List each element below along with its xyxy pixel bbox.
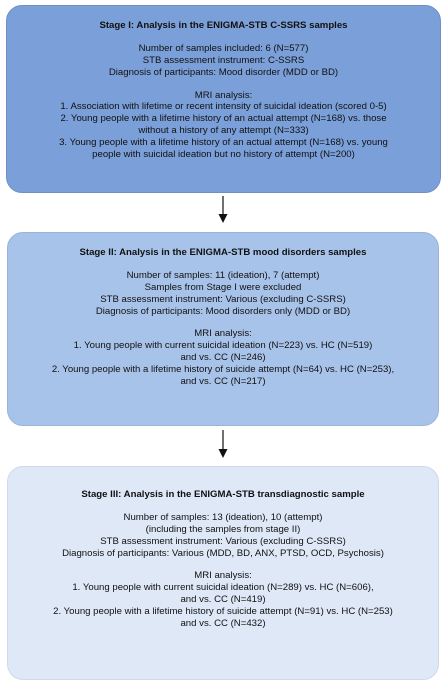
stage-3-box: Stage III: Analysis in the ENIGMA-STB tr…: [7, 466, 439, 680]
stage-1-mri-line-3: without a history of any attempt (N=333): [138, 125, 309, 137]
stage-2-diagnosis: Diagnosis of participants: Mood disorder…: [95, 305, 351, 317]
stage-2-samples: Number of samples: 11 (ideation), 7 (att…: [126, 269, 320, 281]
stage-3-mri-line-3: 2. Young people with a lifetime history …: [53, 606, 393, 618]
stage-3-diagnosis: Diagnosis of participants: Various (MDD,…: [62, 547, 384, 559]
stage-2-instrument: STB assessment instrument: Various (excl…: [100, 293, 346, 305]
stage-1-mri-line-2: 2. Young people with a lifetime history …: [60, 113, 387, 125]
stage-1-mri-heading: MRI analysis:: [194, 89, 253, 101]
stage-1-mri-line-4: 3. Young people with a lifetime history …: [59, 137, 388, 149]
stage-3-mri-line-4: and vs. CC (N=432): [180, 618, 266, 630]
stage-1-mri-line-1: 1. Association with lifetime or recent i…: [60, 101, 387, 113]
stage-3-title: Stage III: Analysis in the ENIGMA-STB tr…: [81, 489, 365, 500]
stage-2-box: Stage II: Analysis in the ENIGMA-STB moo…: [7, 232, 439, 426]
stage-1-title: Stage I: Analysis in the ENIGMA-STB C-SS…: [99, 20, 348, 31]
stage-3-mri-line-1: 1. Young people with current suicidal id…: [72, 582, 374, 594]
down-arrow-icon: [218, 196, 228, 223]
stage-2-mri-line-1: 1. Young people with current suicidal id…: [73, 340, 373, 352]
stage-2-mri-heading: MRI analysis:: [194, 328, 252, 340]
stage-3-mri-heading: MRI analysis:: [194, 570, 252, 582]
stage-1-diagnosis: Diagnosis of participants: Mood disorder…: [108, 66, 339, 78]
stage-1-box: Stage I: Analysis in the ENIGMA-STB C-SS…: [6, 5, 441, 193]
stage-2-mri-line-3: 2. Young people with a lifetime history …: [51, 364, 395, 376]
stage-3-inclusion: (including the samples from stage II): [145, 523, 301, 535]
stage-2-title: Stage II: Analysis in the ENIGMA-STB moo…: [79, 247, 367, 258]
arrow-stage-1-to-2: [216, 196, 230, 224]
stage-3-mri-line-2: and vs. CC (N=419): [180, 594, 266, 606]
stage-2-mri-line-2: and vs. CC (N=246): [180, 352, 266, 364]
stage-2-exclusion: Samples from Stage I were excluded: [144, 281, 302, 293]
stage-1-mri-line-5: people with suicidal ideation but no his…: [92, 149, 355, 161]
stage-2-mri-line-4: and vs. CC (N=217): [180, 376, 266, 388]
stage-1-instrument: STB assessment instrument: C-SSRS: [142, 54, 305, 66]
stage-1-samples: Number of samples included: 6 (N=577): [138, 42, 309, 54]
stage-3-instrument: STB assessment instrument: Various (excl…: [100, 535, 346, 547]
stage-3-samples: Number of samples: 13 (ideation), 10 (at…: [123, 511, 323, 523]
down-arrow-icon: [218, 430, 228, 458]
arrow-stage-2-to-3: [216, 430, 230, 460]
